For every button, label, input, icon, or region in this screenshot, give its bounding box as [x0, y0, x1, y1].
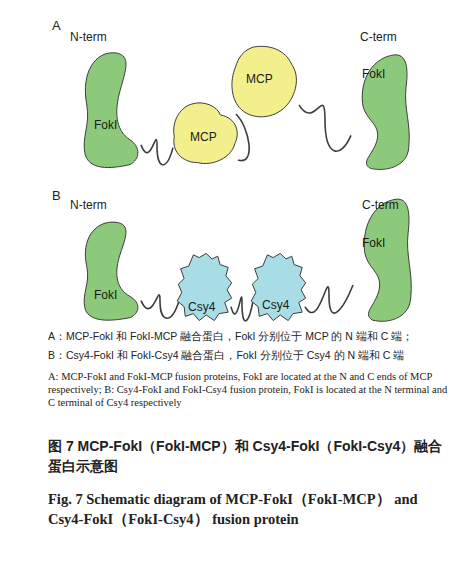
protein-domain: FokI [350, 194, 416, 324]
peptide-linker [141, 295, 179, 318]
domain-outline [362, 55, 409, 170]
domain-label: FokI [362, 236, 385, 250]
peptide-linker [305, 285, 353, 313]
panel-label: A [52, 18, 61, 35]
peptide-linker [141, 139, 173, 164]
panel-label: B [52, 188, 61, 205]
peptide-linker [236, 114, 249, 161]
domain-outline [174, 103, 238, 164]
domain-outline [84, 222, 138, 320]
domain-label: MCP [246, 72, 273, 86]
panel-label: C-term [362, 198, 399, 214]
panel-label: N-term [70, 198, 107, 214]
panel-label: N-term [70, 30, 107, 46]
protein-domain: MCP [170, 100, 242, 168]
domain-outline [177, 253, 232, 320]
domain-label: FokI [94, 118, 117, 132]
domain-outline [232, 46, 296, 116]
domain-label: Csy4 [262, 298, 289, 312]
domain-outline [364, 199, 411, 321]
protein-domain: FokI [348, 50, 414, 172]
protein-domain: FokI [74, 48, 144, 172]
figure-note: A: MCP-FokI and FokI-MCP fusion proteins… [48, 370, 454, 409]
domain-label: MCP [190, 130, 217, 144]
domain-shape [350, 194, 416, 324]
protein-domain: Csy4 [176, 252, 234, 322]
domain-label: FokI [362, 67, 385, 81]
peptide-linker [299, 105, 351, 151]
protein-domain: Csy4 [250, 252, 308, 322]
domain-outline [84, 53, 138, 168]
figure-title: 图 7 MCP-FokI（FokI-MCP）和 Csy4-FokI（FokI-C… [48, 436, 448, 477]
figure-note: A：MCP-FokI 和 FokI-MCP 融合蛋白，FokI 分别位于 MCP… [48, 330, 458, 344]
domain-shape [74, 218, 144, 324]
domain-shape [74, 48, 144, 172]
protein-domain: FokI [74, 218, 144, 324]
figure-title-en: Fig. 7 Schematic diagram of MCP-FokI（Fok… [48, 490, 448, 529]
domain-label: FokI [94, 288, 117, 302]
panel-label: C-term [360, 30, 397, 46]
protein-domain: MCP [228, 44, 302, 122]
domain-outline [251, 253, 306, 320]
peptide-linker [231, 297, 253, 321]
figure-note: B：Csy4-FokI 和 FokI-Csy4 融合蛋白，FokI 分别位于 C… [48, 349, 458, 363]
domain-label: Csy4 [188, 300, 215, 314]
